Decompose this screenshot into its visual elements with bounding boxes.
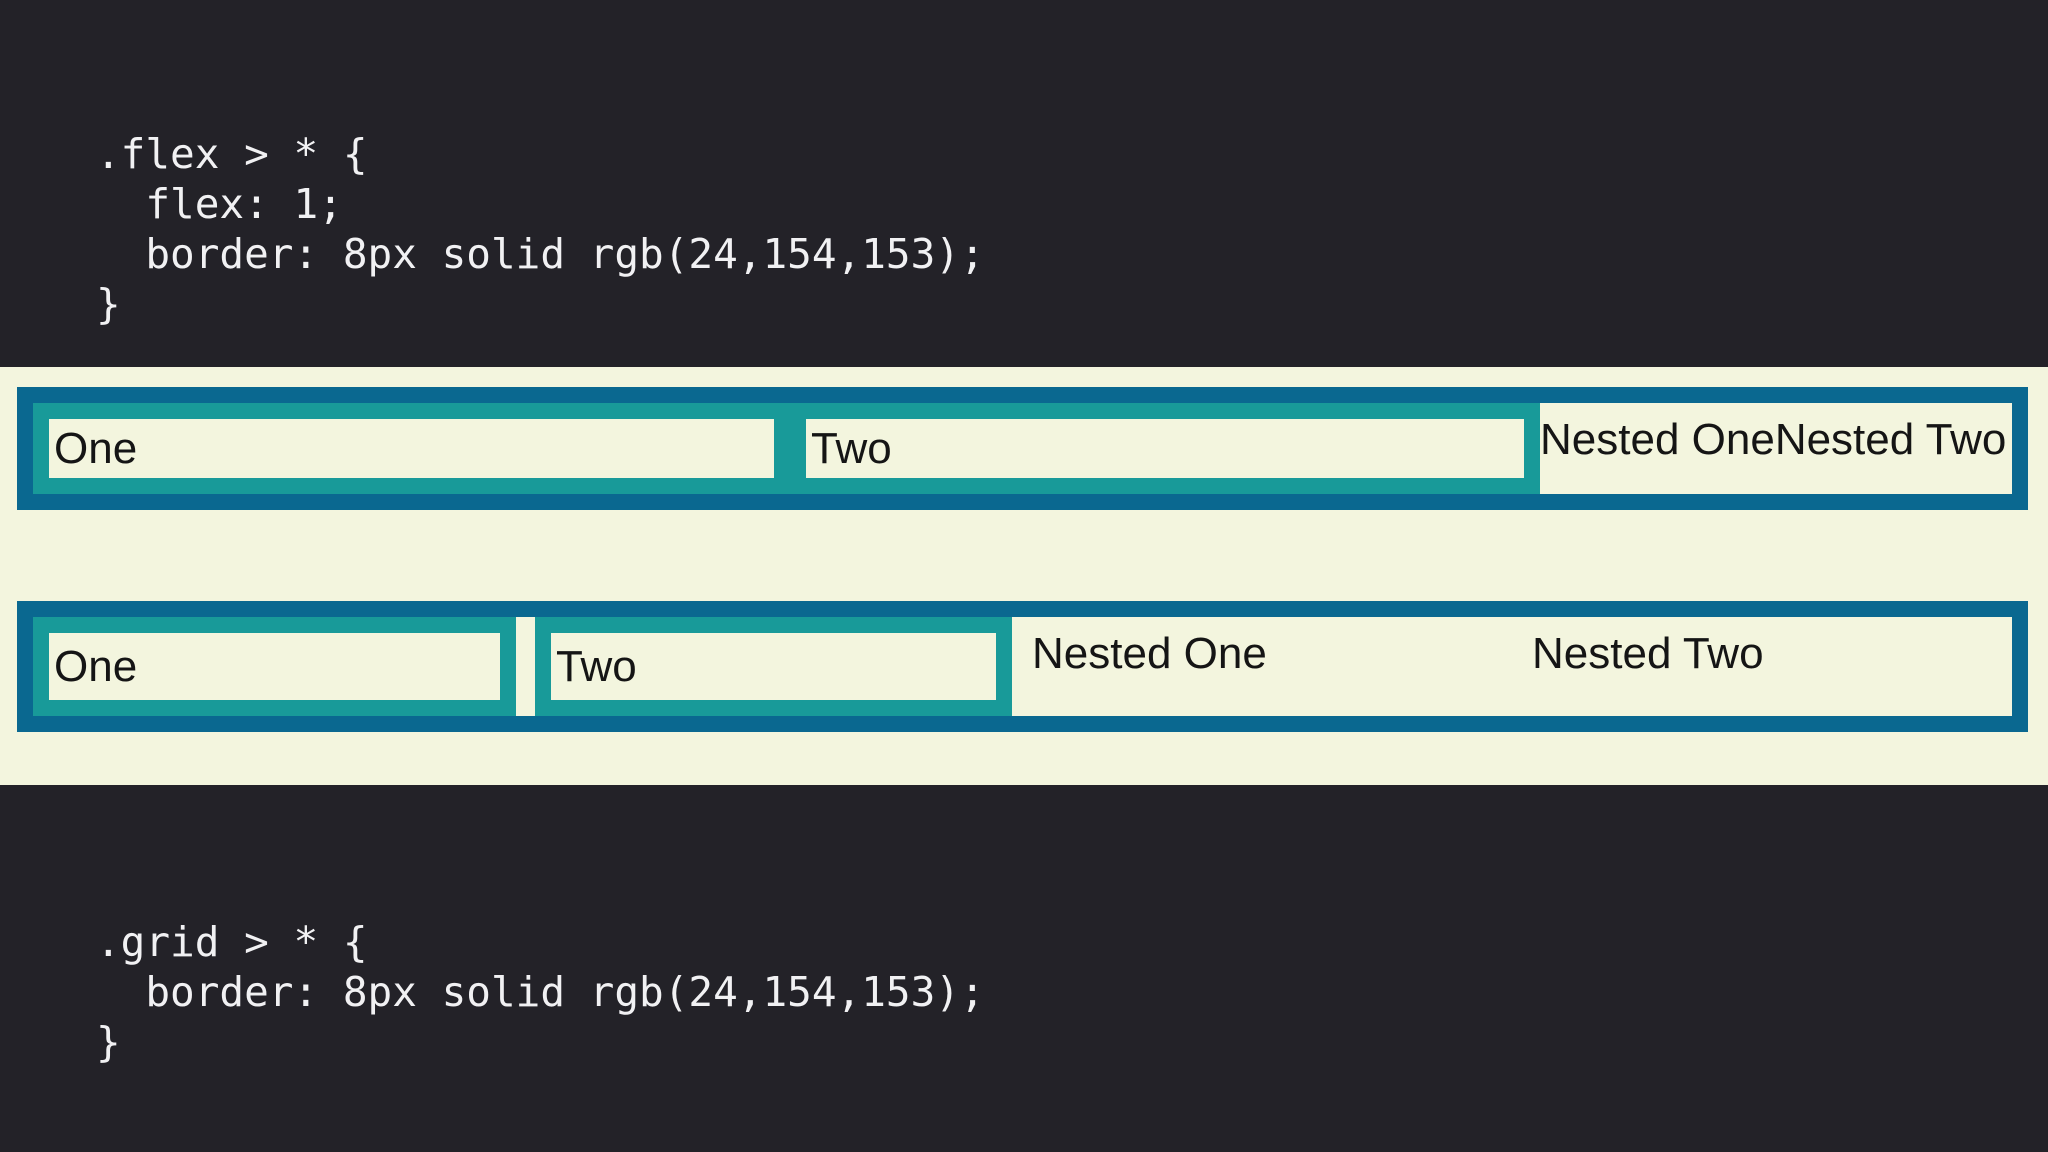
demo-panel: One Two Nested One Nested Two One Two Ne… <box>0 367 2048 785</box>
flex-nested-container: Nested One Nested Two <box>1540 403 2012 494</box>
flex-item-one: One <box>33 403 790 494</box>
grid-nested-item-one: Nested One <box>1032 629 1267 678</box>
grid-item-two-label: Two <box>556 641 637 691</box>
flex-nested-item-one: Nested One <box>1540 415 1775 464</box>
grid-nested-item-two: Nested Two <box>1532 629 1764 678</box>
grid-item-two: Two <box>535 617 1012 716</box>
grid-css-code: .grid > * { border: 8px solid rgb(24,154… <box>96 917 985 1067</box>
grid-item-one: One <box>33 617 516 716</box>
code-line: .flex > * { <box>96 130 368 178</box>
flex-item-two-label: Two <box>811 423 892 473</box>
flex-css-code: .flex > * { flex: 1; border: 8px solid r… <box>96 129 985 329</box>
code-line: border: 8px solid rgb(24,154,153); <box>96 968 985 1016</box>
grid-item-one-label: One <box>54 641 138 691</box>
code-line: border: 8px solid rgb(24,154,153); <box>96 230 985 278</box>
flex-demo-container: One Two Nested One Nested Two <box>17 387 2028 510</box>
grid-demo-container: One Two Nested One Nested Two <box>17 601 2028 732</box>
code-line: flex: 1; <box>96 180 343 228</box>
flex-item-one-label: One <box>54 423 138 473</box>
code-line: .grid > * { <box>96 918 368 966</box>
code-line: } <box>96 280 121 328</box>
grid-nested-container: Nested One Nested Two <box>1012 617 2012 716</box>
code-line: } <box>96 1018 121 1066</box>
flex-nested-item-two: Nested Two <box>1774 415 2007 464</box>
flex-item-two: Two <box>790 403 1540 494</box>
